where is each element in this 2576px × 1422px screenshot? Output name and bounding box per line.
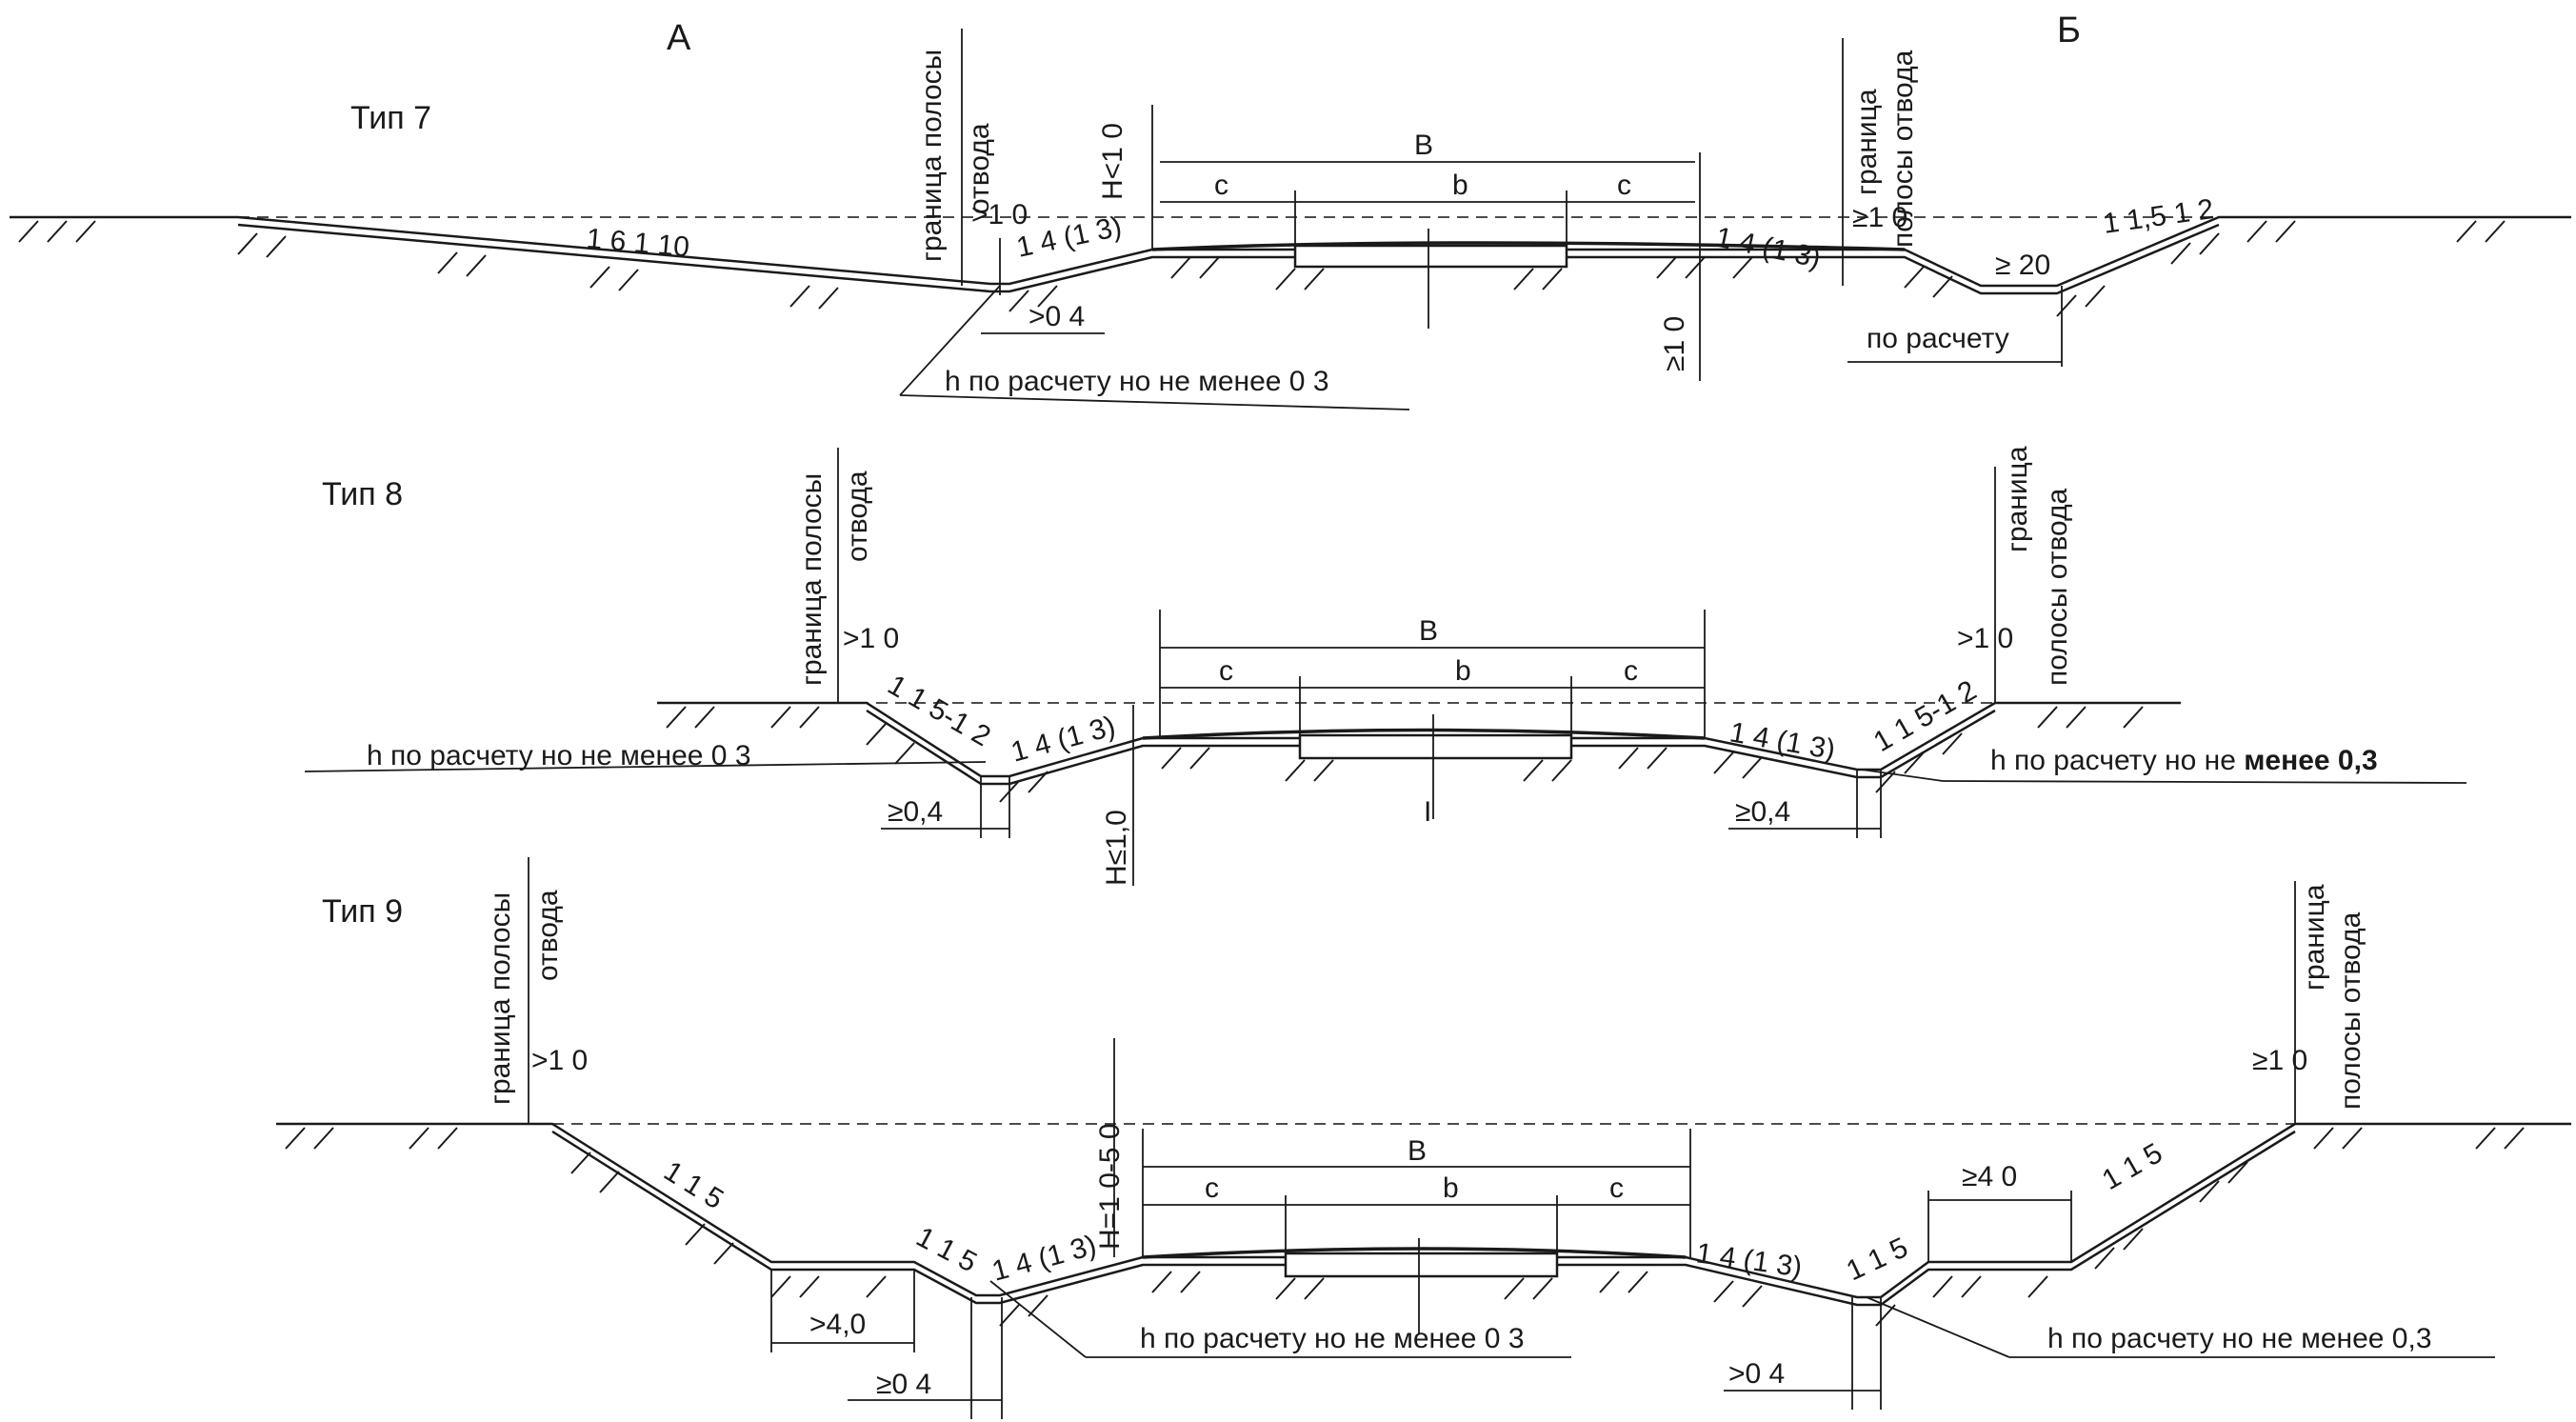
type-7-boundary-left-line2: отвода <box>964 123 995 214</box>
type-7-h-note: h по расчету но не менее 0 3 <box>945 366 1329 397</box>
type-7-dim-c-left: c <box>1214 170 1228 201</box>
type-8-dim-c-left: c <box>1219 655 1233 687</box>
type-9-gap-right: ≥1 0 <box>2252 1045 2307 1076</box>
type-8-slope-right-14-13: 1 4 (1 3) <box>1727 716 1838 766</box>
type-8-axis-mark: I <box>1424 796 1431 828</box>
type-9-slope-left-outer: 1 1 5 <box>658 1155 729 1215</box>
type-7-dim-b: b <box>1452 170 1468 201</box>
type-9-dim-c-right: c <box>1609 1172 1624 1204</box>
type-7-ditch-width: ≥ 20 <box>1995 250 2050 281</box>
type-8-title: Тип 8 <box>322 476 403 512</box>
type-8-slope-left-outer: 1 1 5-1 2 <box>883 669 996 752</box>
type-9-pavement <box>1284 1252 1559 1278</box>
type-7-dim-b-total: B <box>1414 130 1433 161</box>
type-9-slope-right-14-13: 1 4 (1 3) <box>1694 1237 1804 1283</box>
type-8-pavement <box>1298 733 1573 760</box>
type-8-gap-left: >1 0 <box>843 623 899 654</box>
type-8-gap-right: >1 0 <box>1957 623 2013 654</box>
type-7-dim-c-right: c <box>1617 170 1631 201</box>
type-9-height: H=1 0-5 0 <box>1094 1123 1126 1250</box>
type-9-berm-left: >4,0 <box>809 1309 866 1340</box>
type-9-dim-b: b <box>1443 1172 1459 1204</box>
type-7-height: H<1 0 <box>1097 123 1128 200</box>
type-8-section: граница полосы отвода граница полосы отв… <box>304 446 2467 886</box>
type-8-boundary-right-line1: граница <box>2002 446 2033 552</box>
type-9-bottom-right: >0 4 <box>1728 1358 1785 1390</box>
type-8-boundary-left-line1: граница полосы <box>796 473 828 686</box>
type-9-gap-left: >1 0 <box>531 1045 588 1076</box>
type-7-gap-left: >1 0 <box>971 199 1028 230</box>
type-7-boundary-right-line2: полосы отвода <box>1887 50 1919 248</box>
type-9-section: граница полосы отвода граница полосы отв… <box>276 857 2571 1419</box>
type-8-h-note-right: h по расчету но не менее 0,3 <box>1990 745 2378 776</box>
type-7-slope-14-13: 1 4 (1 3) <box>1014 210 1125 264</box>
type-8-height: H≤1,0 <box>1101 810 1132 886</box>
type-7-bottom-width: >0 4 <box>1028 301 1085 332</box>
type-8-h-note-left: h по расчету но не менее 0 3 <box>367 740 751 771</box>
type-8-boundary-left-line2: отвода <box>842 471 873 562</box>
type-9-h-note-right: h по расчету но не менее 0,3 <box>2047 1323 2432 1354</box>
type-8-bottom-left: ≥0,4 <box>888 796 943 828</box>
type-9-slope-right-inner: 1 1 5 <box>1842 1232 1912 1287</box>
type-9-slope-right-outer: 1 1 5 <box>2097 1137 2167 1196</box>
type-9-title: Тип 9 <box>322 893 403 930</box>
type-7-title: Тип 7 <box>350 100 431 136</box>
type-9-dim-c-left: c <box>1205 1172 1219 1204</box>
type-7-gap-right: ≥1 0 <box>1852 202 1907 233</box>
type-7-pavement <box>1293 244 1568 269</box>
type-9-dim-b-total: B <box>1408 1135 1427 1167</box>
type-7-calc: по расчету <box>1867 323 2009 354</box>
header-a: А <box>667 18 691 58</box>
type-7-boundary-left-line1: граница полосы <box>916 50 948 262</box>
type-8-bottom-right: ≥0,4 <box>1735 796 1790 828</box>
type-8-dim-c-right: c <box>1624 655 1638 687</box>
type-9-hatching <box>285 1127 2525 1327</box>
type-7-section: граница полосы отвода граница полосы отв… <box>10 29 2571 411</box>
type-7-hatching <box>18 220 2506 317</box>
type-7-depth-right: ≥1 0 <box>1659 316 1690 371</box>
type-9-boundary-right-line2: полосы отвода <box>2335 911 2366 1110</box>
type-8-boundary-right-line2: полосы отвода <box>2042 488 2073 686</box>
type-9-slope-left-inner: 1 1 5 <box>911 1221 982 1278</box>
type-8-slope-right-outer: 1 1 5-1 2 <box>1868 674 1982 758</box>
type-9-slope-14-13: 1 4 (1 3) <box>988 1230 1099 1288</box>
type-9-boundary-right-line1: граница <box>2299 884 2330 991</box>
type-7-slope-right-14-13: 1 4 (1 3) <box>1713 222 1824 275</box>
type-9-boundary-left-line1: граница полосы <box>485 892 516 1105</box>
type-9-berm-right: ≥4 0 <box>1962 1161 2017 1192</box>
type-8-dim-b-total: B <box>1419 615 1438 647</box>
type-9-boundary-left-line2: отвода <box>532 890 564 981</box>
type-9-bottom-left: ≥0 4 <box>876 1369 931 1400</box>
type-7-boundary-right-line1: граница <box>1851 89 1883 195</box>
type-9-h-note-left: h по расчету но не менее 0 3 <box>1140 1323 1525 1354</box>
type-8-dim-b: b <box>1455 655 1471 687</box>
header-b: Б <box>2057 10 2081 50</box>
